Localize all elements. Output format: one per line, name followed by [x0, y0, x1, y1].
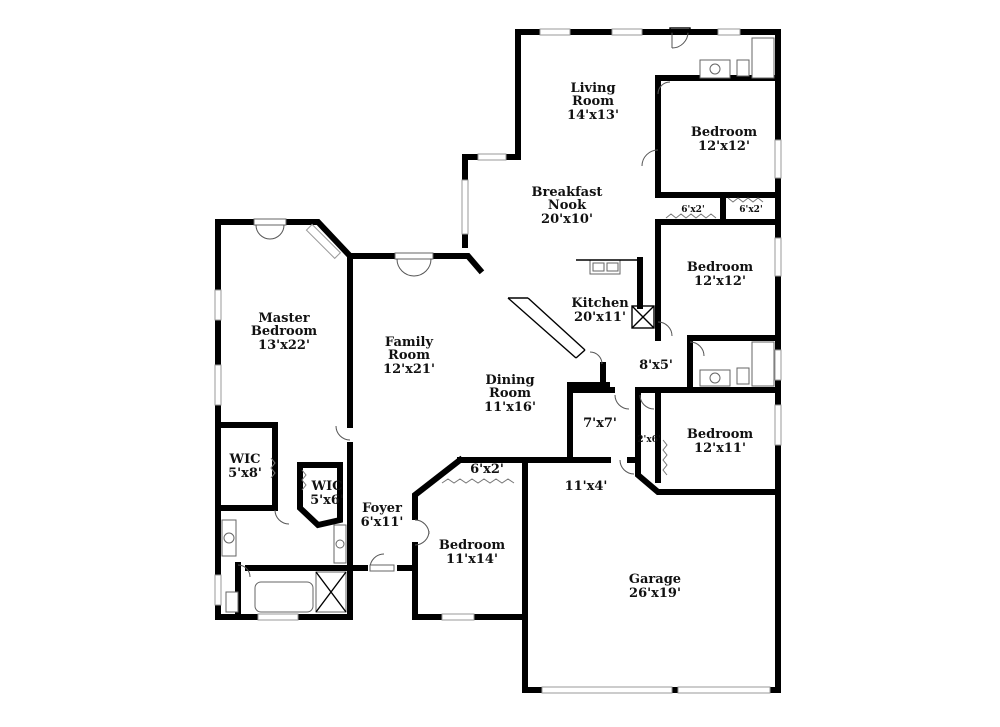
master-bedroom-name: Master — [258, 311, 309, 326]
dining-room-name: Dining — [485, 373, 534, 388]
bedroom-se-name: Bedroom — [687, 427, 754, 442]
closet-se-dims: 2'x6' — [637, 435, 660, 445]
bedroom-s-name: Bedroom — [439, 538, 506, 553]
family-room-dims: 12'x21' — [383, 362, 435, 377]
bifold-doors — [270, 197, 764, 491]
fixtures — [221, 37, 775, 613]
wic-b-name: WIC — [310, 479, 342, 494]
hall-dims: 11'x4' — [565, 479, 608, 494]
dining-room-name-2: Room — [489, 386, 531, 401]
family-room-name-2: Room — [388, 348, 430, 363]
breakfast-nook-dims: 20'x10' — [541, 212, 593, 227]
foyer-dims: 6'x11' — [361, 515, 404, 530]
living-room-dims: 14'x13' — [567, 108, 619, 123]
closet-s-dims: 6'x2' — [470, 462, 504, 477]
breakfast-nook-name-2: Nook — [548, 198, 587, 213]
kitchen-name: Kitchen — [571, 296, 629, 311]
walls — [215, 29, 781, 693]
bedroom-e-dims: 12'x12' — [694, 274, 746, 289]
living-room-name: Living — [570, 81, 615, 96]
angled-walls — [507, 297, 586, 359]
master-bedroom-dims: 13'x22' — [258, 338, 310, 353]
family-room-name: Family — [385, 335, 434, 350]
bath-e-dims: 8'x5' — [639, 358, 673, 373]
garage-name: Garage — [629, 572, 681, 587]
living-room-name-2: Room — [572, 94, 614, 109]
bedroom-ne-dims: 12'x12' — [698, 139, 750, 154]
doors — [237, 27, 705, 578]
bedroom-ne-name: Bedroom — [691, 125, 758, 140]
bedroom-se-dims: 12'x11' — [694, 441, 746, 456]
wic-a-dims: 5'x8' — [228, 466, 262, 481]
wic-a-name: WIC — [228, 452, 260, 467]
foyer-name: Foyer — [362, 501, 402, 516]
laundry-dims: 7'x7' — [583, 416, 617, 431]
windows — [214, 28, 782, 694]
breakfast-nook-name: Breakfast — [532, 185, 603, 200]
kitchen-dims: 20'x11' — [574, 310, 626, 325]
closet-ne-b-dims: 6'x2' — [739, 205, 762, 215]
bedroom-e-name: Bedroom — [687, 260, 754, 275]
dining-room-dims: 11'x16' — [484, 400, 536, 415]
closet-ne-a-dims: 6'x2' — [681, 205, 704, 215]
wic-b-dims: 5'x6' — [310, 493, 344, 508]
room-labels: Living Room 14'x13' Bedroom 12'x12' 6'x2… — [228, 81, 763, 601]
garage-dims: 26'x19' — [629, 586, 681, 601]
bedroom-s-dims: 11'x14' — [446, 552, 498, 567]
master-bedroom-name-2: Bedroom — [251, 324, 318, 339]
